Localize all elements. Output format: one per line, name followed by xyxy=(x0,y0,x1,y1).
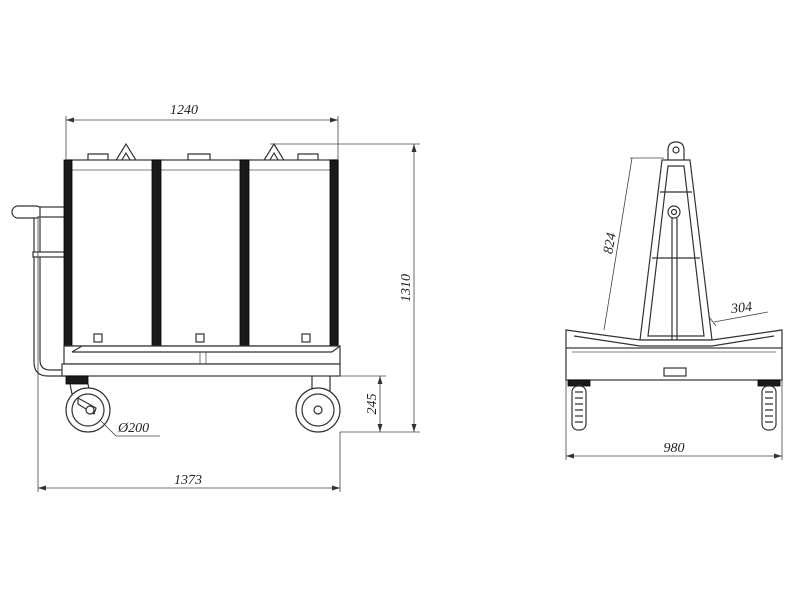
strap-clips xyxy=(93,333,311,343)
front-wheels xyxy=(567,379,781,431)
dim-base-width: 980 xyxy=(565,380,783,460)
base-arms xyxy=(565,329,783,381)
dim-wheel-diameter-label: Ø200 xyxy=(117,421,149,436)
swivel-caster xyxy=(65,375,111,433)
base-tray xyxy=(61,345,341,377)
dim-total-height: 1310 xyxy=(270,143,420,433)
dim-wheel-height-label: 245 xyxy=(365,394,380,415)
a-frame xyxy=(639,159,713,370)
panel-body xyxy=(65,159,339,347)
side-view: 1240 1310 245 Ø200 13 xyxy=(11,103,420,492)
dim-frame-height: 824 xyxy=(601,157,664,331)
front-view: 824 304 980 xyxy=(565,141,783,460)
dim-frame-height-label: 824 xyxy=(601,232,619,255)
dim-base-width-label: 980 xyxy=(664,441,685,456)
dim-total-length: 1373 xyxy=(37,216,341,492)
fixed-wheel xyxy=(295,376,341,433)
dim-total-height-label: 1310 xyxy=(399,274,414,302)
lifting-eye xyxy=(667,141,685,160)
dim-total-length-label: 1373 xyxy=(174,473,202,488)
dim-arm-width: 304 xyxy=(709,300,769,327)
dim-top-width: 1240 xyxy=(65,103,339,160)
dim-wheel-height: 245 xyxy=(340,375,386,432)
dim-top-width-label: 1240 xyxy=(170,103,198,118)
dim-wheel-diameter: Ø200 xyxy=(99,419,160,437)
push-handle xyxy=(11,205,67,377)
dim-arm-width-label: 304 xyxy=(729,300,752,317)
